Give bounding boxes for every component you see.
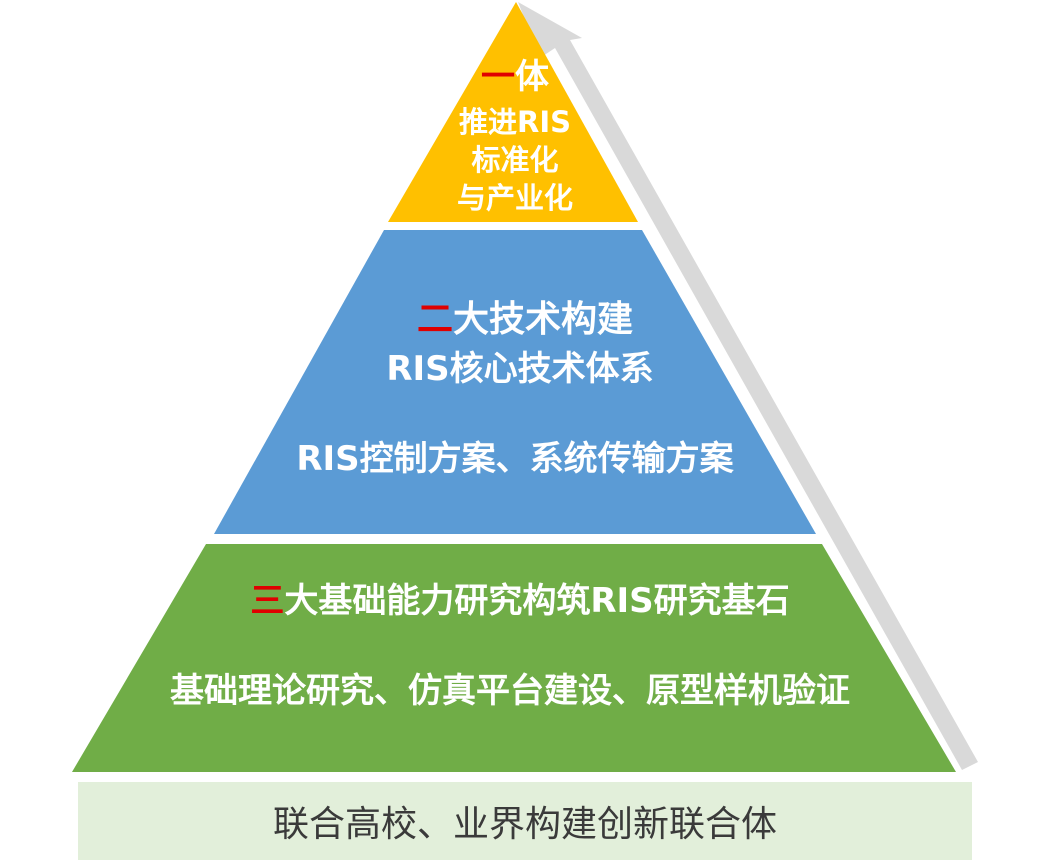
- base-band: [78, 782, 972, 860]
- upward-arrow-icon: [518, 2, 978, 770]
- bottom-tier-title: 三大基础能力研究构筑RIS研究基石: [250, 581, 790, 621]
- middle-tier-numeral: 二: [416, 299, 453, 340]
- base-band-label: 联合高校、业界构建创新联合体: [272, 804, 777, 845]
- middle-tier-subtitle: RIS核心技术体系: [386, 349, 654, 389]
- top-tier-line-2: 标准化: [471, 143, 559, 177]
- bottom-tier-detail: 基础理论研究、仿真平台建设、原型样机验证: [170, 671, 850, 711]
- top-tier-line-3: 与产业化: [456, 181, 573, 215]
- bottom-tier-numeral: 三: [250, 581, 285, 621]
- middle-tier-title: 二大技术构建: [416, 299, 634, 340]
- top-tier-line-1: 推进RIS: [458, 105, 571, 139]
- pyramid-bottom-tier: [72, 544, 956, 772]
- middle-tier-detail: RIS控制方案、系统传输方案: [296, 439, 734, 479]
- top-tier-title: 一体: [481, 57, 549, 97]
- top-tier-numeral: 一: [481, 57, 515, 97]
- pyramid-middle-tier: [214, 230, 816, 534]
- pyramid-top-tier: [388, 2, 638, 222]
